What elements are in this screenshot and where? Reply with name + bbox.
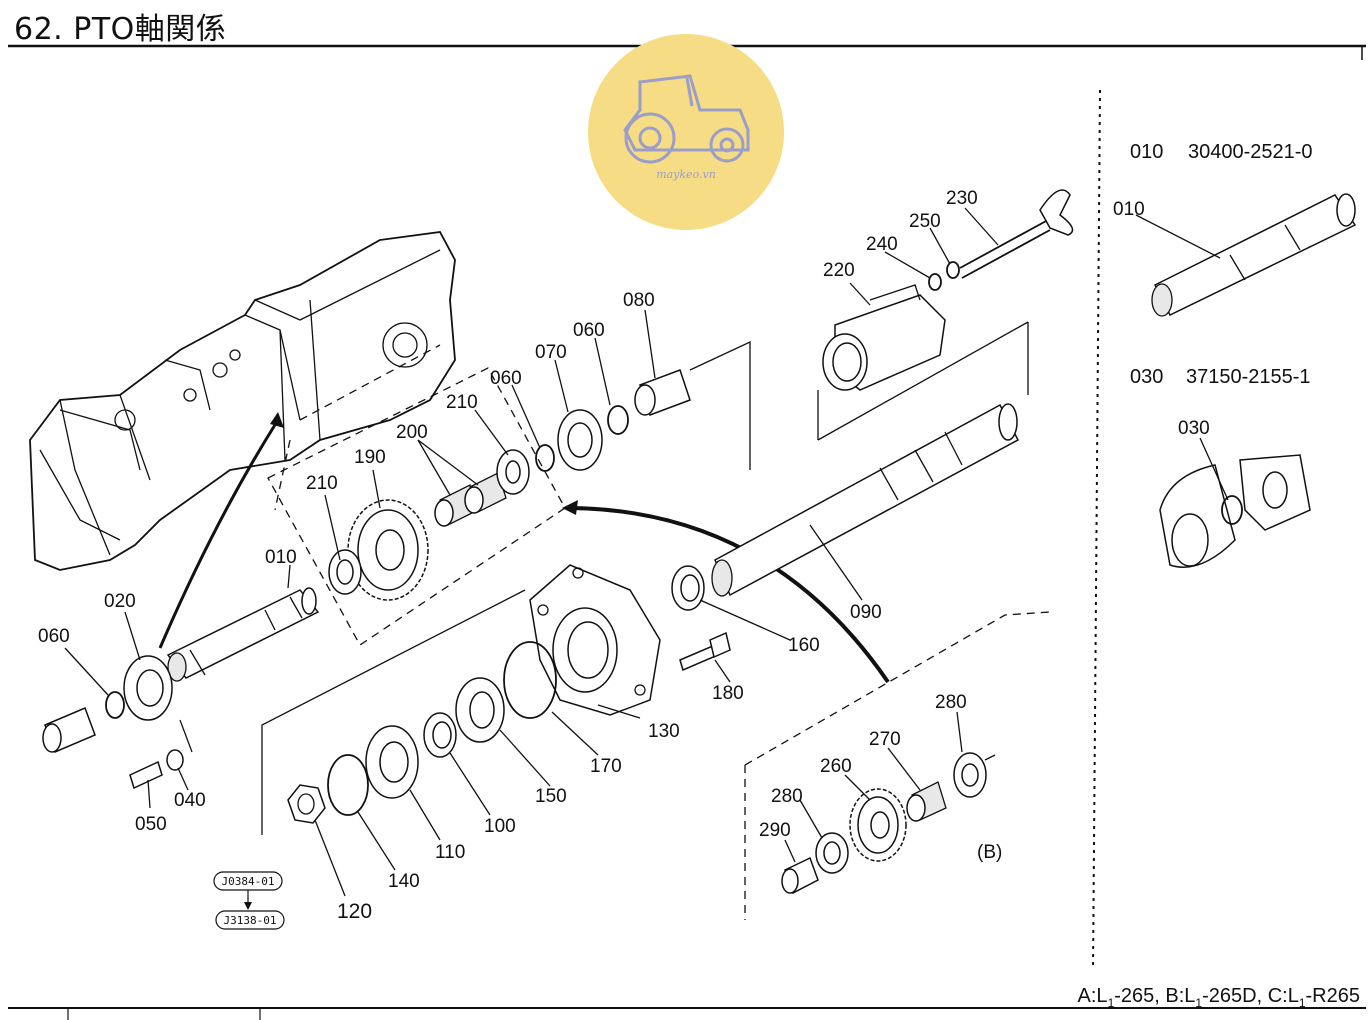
variant-2-callout: 030 [1178, 418, 1210, 439]
callout-080: 080 [623, 290, 655, 311]
watermark-text: maykeo.vn [656, 168, 716, 181]
nut-120 [287, 784, 326, 824]
callout-060-right: 060 [573, 320, 605, 341]
callout-210-left: 210 [306, 473, 338, 494]
shaft-090 [711, 403, 1020, 597]
variant-1-callout: 010 [1113, 199, 1145, 220]
variant-030-assembly [1159, 454, 1311, 568]
callout-200: 200 [396, 422, 428, 443]
callout-150: 150 [535, 786, 567, 807]
variant-2-part-number: 37150-2155-1 [1186, 366, 1311, 388]
callout-100: 100 [484, 816, 516, 837]
transmission-housing [29, 231, 456, 571]
model-applicability: A:L1-265, B:L1-265D, C:L1-R265 [1077, 985, 1360, 1010]
callout-020: 020 [104, 591, 136, 612]
reference-tags: J0384-01 J3138-01 [213, 871, 285, 930]
gear-190 [347, 499, 429, 601]
callout-280-left: 280 [771, 786, 803, 807]
callout-240: 240 [866, 234, 898, 255]
variant-010-shaft [1151, 193, 1357, 317]
ref-tag-1: J0384-01 [222, 875, 275, 888]
bearing-020 [123, 655, 173, 721]
callout-110: 110 [435, 842, 465, 863]
callout-050: 050 [135, 814, 167, 835]
callout-040: 040 [174, 790, 206, 811]
page-title: 62. PTO軸関係 [14, 12, 227, 47]
callout-260: 260 [820, 756, 852, 777]
callout-290: 290 [759, 820, 791, 841]
callout-180: 180 [712, 683, 744, 704]
callout-250: 250 [909, 211, 941, 232]
needle-bearing-200 [434, 472, 507, 527]
watermark-logo: maykeo.vn [588, 34, 784, 230]
variant-1-part-number: 30400-2521-0 [1188, 141, 1313, 163]
callout-270: 270 [869, 729, 901, 750]
callout-070: 070 [535, 342, 567, 363]
callout-060-left: 060 [38, 626, 70, 647]
variant-separator [1092, 89, 1101, 971]
shifter-220 [822, 284, 946, 391]
callout-060-middle: 060 [490, 368, 522, 389]
leader-lines [64, 207, 1229, 897]
callout-190: 190 [354, 447, 386, 468]
ref-tag-2: J3138-01 [224, 914, 277, 927]
callout-010: 010 [265, 547, 297, 568]
callout-220: 220 [823, 260, 855, 281]
callout-160: 160 [788, 635, 820, 656]
callout-170: 170 [590, 756, 622, 777]
callout-090: 090 [850, 602, 882, 623]
callout-130: 130 [648, 721, 680, 742]
callout-230: 230 [946, 188, 978, 209]
gear-260 [849, 788, 907, 862]
variant-2-no: 030 [1130, 366, 1163, 388]
callout-b-group: (B) [977, 842, 1002, 863]
callout-210-right: 210 [446, 392, 478, 413]
shaft-010 [166, 587, 320, 682]
callout-280-right: 280 [935, 692, 967, 713]
callout-120: 120 [337, 900, 372, 923]
bearing-housing-130 [529, 564, 661, 716]
callout-140: 140 [388, 871, 420, 892]
variant-1-no: 010 [1130, 141, 1163, 163]
